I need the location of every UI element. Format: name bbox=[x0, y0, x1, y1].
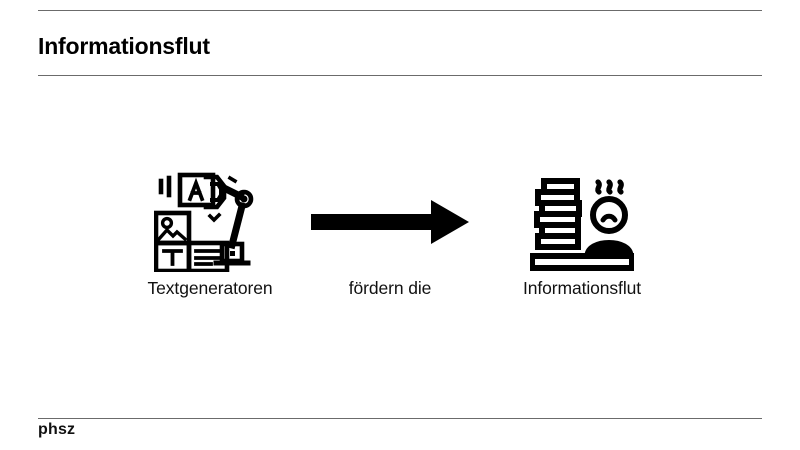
diagram-node-relation: fördern die bbox=[300, 172, 480, 299]
overwhelmed-person-document-stack-icon bbox=[492, 172, 672, 272]
right-arrow-icon bbox=[300, 172, 480, 272]
diagram-node-source-label: Textgeneratoren bbox=[147, 278, 273, 298]
diagram-node-target: Informationsflut bbox=[492, 172, 672, 299]
diagram-node-source: Textgeneratoren bbox=[120, 172, 300, 299]
diagram-node-relation-label: fördern die bbox=[348, 278, 432, 298]
robot-arm-content-blocks-icon bbox=[120, 172, 300, 272]
header-rule-top bbox=[38, 10, 762, 11]
footer-logo: phsz bbox=[38, 421, 76, 438]
footer-rule bbox=[38, 418, 762, 419]
page-title: Informationsflut bbox=[38, 33, 210, 60]
diagram-flow: Textgeneratoren fördern die bbox=[0, 160, 800, 320]
header-rule-bottom bbox=[38, 75, 762, 76]
diagram-node-target-label: Informationsflut bbox=[522, 278, 642, 298]
